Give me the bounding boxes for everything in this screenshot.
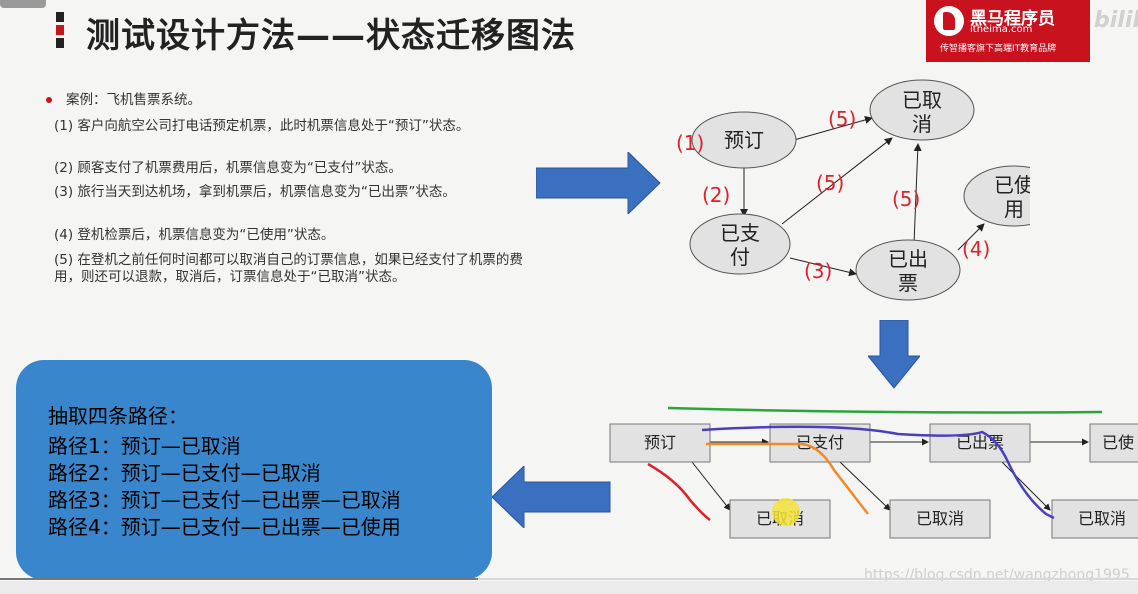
- flow-node: 已取消: [889, 499, 991, 539]
- horse-logo-icon: [934, 6, 964, 36]
- edge-ticketed-used: [957, 223, 985, 251]
- node-label: 预订: [724, 128, 764, 152]
- node-label-line1: 已取: [902, 88, 942, 112]
- page-title: 测试设计方法——状态迁移图法: [86, 16, 576, 56]
- node-label-line2: 消: [912, 112, 932, 136]
- player-controls[interactable]: [0, 581, 1138, 594]
- annotation-red-stroke: [647, 462, 711, 521]
- flow-node-label: 已支付: [796, 433, 844, 452]
- edge-label: (1): [676, 131, 704, 155]
- case-item: (5) 在登机之前任何时间都可以取消自己的订票信息，如果已经支付了机票的费用，则…: [54, 252, 523, 285]
- annotation-orange-stroke: [706, 442, 869, 515]
- path-item: 路径2：预订—已支付—已取消: [48, 461, 321, 485]
- flow-node-label: 已取消: [916, 509, 964, 528]
- edge-label: (5): [816, 171, 844, 195]
- svg-text:票: 票: [898, 271, 918, 295]
- annotation-purple-stroke: [701, 425, 1055, 520]
- edge-ticketed-cancelled: [913, 143, 922, 245]
- video-progress-track[interactable]: [0, 578, 1138, 580]
- node-label: 消: [912, 112, 932, 136]
- window-control[interactable]: [0, 0, 46, 8]
- flow-node-label: 已使: [1102, 433, 1134, 452]
- flow-node-label: 预订: [644, 433, 676, 452]
- node-label: 已取: [902, 88, 942, 112]
- flow-node: 预订: [609, 423, 711, 463]
- logo-name: 黑马程序员: [970, 9, 1055, 29]
- bullet-icon: [46, 97, 52, 103]
- paths-heading: 抽取四条路径：: [48, 404, 188, 428]
- node-booked: 预订: [691, 111, 797, 169]
- path-item: 路径1：预订—已取消: [48, 434, 241, 458]
- edge-label: (5): [828, 107, 856, 131]
- annotation-green-stroke: [667, 406, 1103, 414]
- case-item: (4) 登机检票后，机票信息变为“已使用”状态。: [54, 227, 335, 243]
- edge-booked-cancelled: [793, 116, 873, 141]
- edge-paid-cancelled: [781, 137, 893, 225]
- state-transition-diagram: 预订 已取 消 已支 付 已出 票 已使 用 (1) (2) (3) (4) (…: [676, 79, 1030, 301]
- edge-paid-ticketed: [789, 257, 857, 277]
- down-arrow-icon: [868, 320, 920, 389]
- title-accent-bar: [56, 12, 64, 48]
- flow-node: 已取消: [1051, 499, 1138, 539]
- logo-url: itheima.com: [970, 24, 1033, 35]
- edge-label: (2): [702, 183, 730, 207]
- flow-node: 已出票: [929, 423, 1031, 463]
- node-cancelled: 已取 消: [869, 79, 975, 141]
- node-ticketed: 已出 票: [855, 239, 961, 301]
- left-arrow-icon: [492, 466, 611, 528]
- bilibili-watermark: bilibili: [1094, 8, 1138, 33]
- node-used: 已使 用: [963, 165, 1030, 227]
- svg-text:已支: 已支: [720, 221, 760, 245]
- svg-text:已出: 已出: [888, 247, 928, 271]
- cursor-highlight: [772, 498, 800, 526]
- brand-logo: 黑马程序员 itheima.com 传智播客旗下高端IT教育品牌: [926, 0, 1090, 62]
- edge-label: (3): [804, 259, 832, 283]
- case-heading: 案例：飞机售票系统。: [66, 92, 201, 108]
- node-paid: 已支 付: [689, 213, 791, 275]
- case-item: (2) 顾客支付了机票费用后，机票信息变为“已支付”状态。: [54, 160, 402, 176]
- svg-text:用: 用: [1004, 197, 1024, 221]
- svg-text:已使: 已使: [994, 173, 1030, 197]
- svg-text:付: 付: [730, 245, 750, 269]
- video-progress-fill: [0, 578, 478, 580]
- paths-box: 抽取四条路径： 路径1：预订—已取消 路径2：预订—已支付—已取消 路径3：预订…: [16, 360, 492, 580]
- path-item: 路径3：预订—已支付—已出票—已取消: [48, 488, 401, 512]
- case-item: (3) 旅行当天到达机场，拿到机票后，机票信息变为“已出票”状态。: [54, 184, 456, 200]
- edge-label: (4): [962, 237, 990, 261]
- right-arrow-icon: [536, 152, 661, 214]
- logo-slogan: 传智播客旗下高端IT教育品牌: [940, 44, 1057, 54]
- edge-label: (5): [892, 187, 920, 211]
- path-item: 路径4：预订—已支付—已出票—已使用: [48, 515, 401, 539]
- case-item: (1) 客户向航空公司打电话预定机票，此时机票信息处于“预订”状态。: [54, 118, 470, 134]
- flow-node-label: 已取消: [1078, 509, 1126, 528]
- path-flow-diagram: 预订 已支付 已出票 已使 已取消 已取消 已取消: [609, 406, 1138, 539]
- flow-node: 已使: [1089, 423, 1138, 463]
